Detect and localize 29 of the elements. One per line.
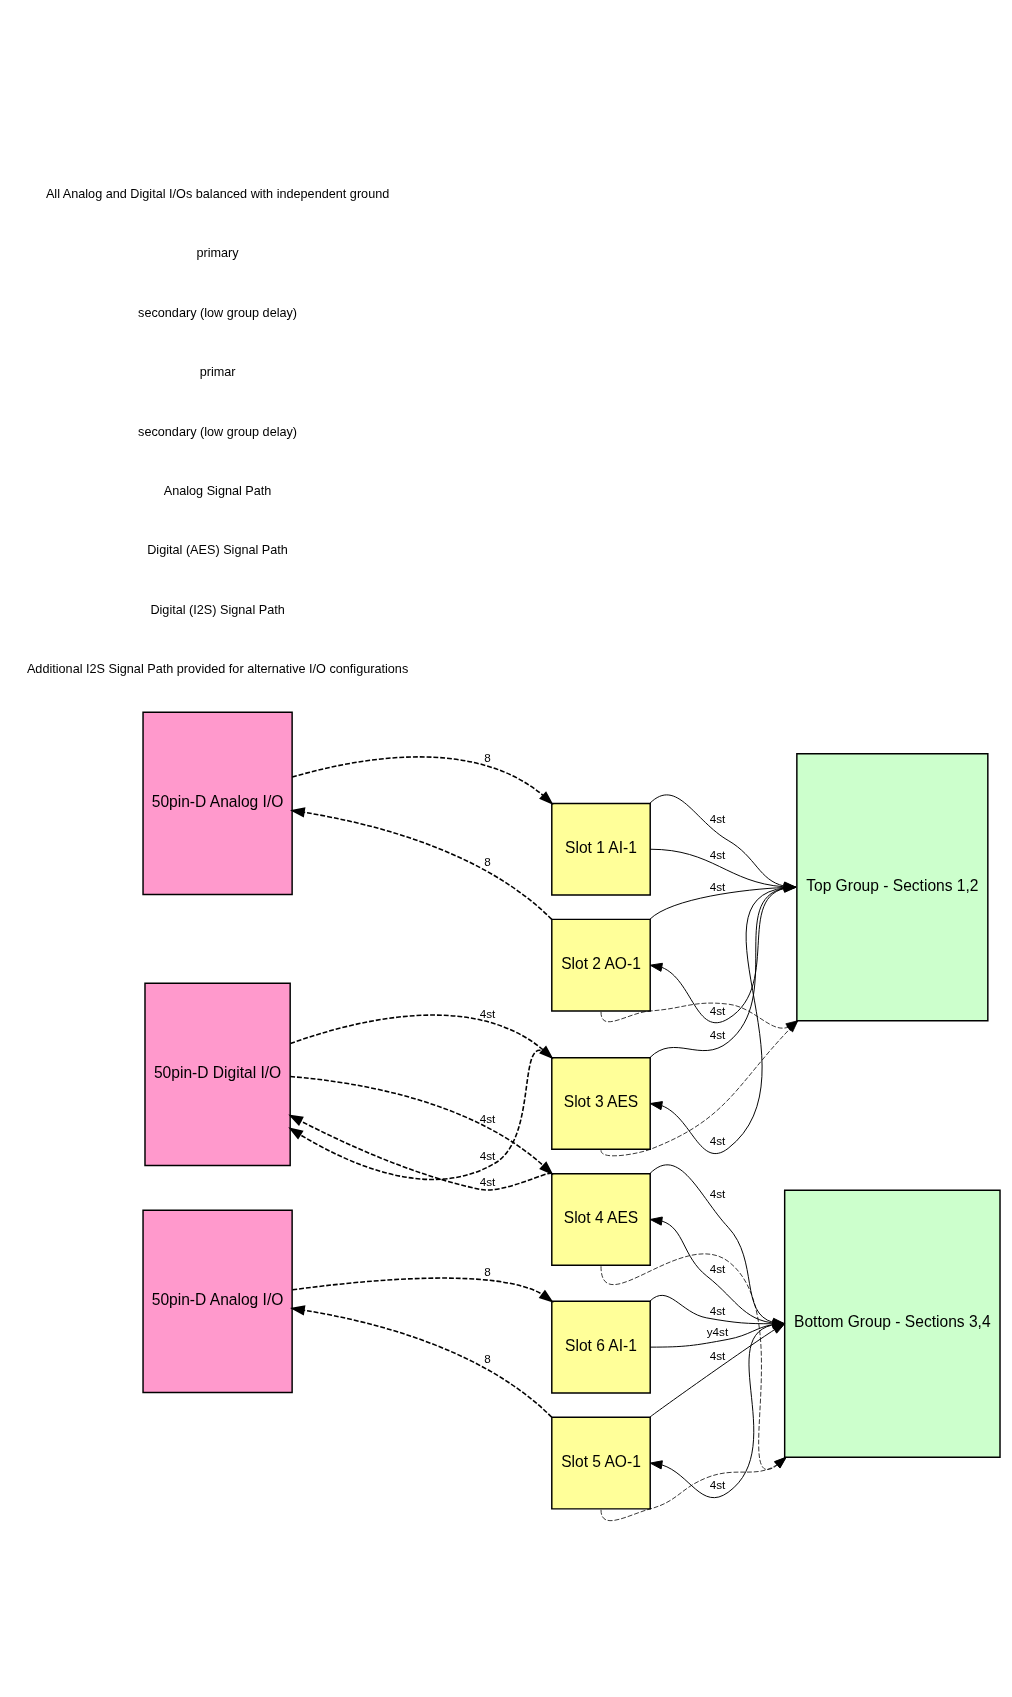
edge-label: 4st (709, 1027, 726, 1041)
edge-label: 4st (709, 1261, 726, 1275)
edge-label: 4st (709, 1477, 726, 1491)
edge-label: 4st (479, 1174, 496, 1188)
edge-label: 4st (709, 1186, 726, 1200)
edge-label: 8 (484, 1264, 491, 1278)
legend-label: Digital (I2S) Signal Path (150, 602, 285, 617)
edge-label: 4st (709, 1303, 726, 1317)
edge-label: 4st (709, 1133, 726, 1147)
edge-label: 4st (709, 1348, 726, 1362)
legend-label: Additional I2S Signal Path provided for alternative I/O configurations (26, 661, 409, 676)
edge-label: 8 (484, 750, 491, 764)
edge-label: 4st (479, 1006, 496, 1020)
legend-label: Analog Signal Path (163, 483, 272, 498)
legend-label: Digital (AES) Signal Path (147, 542, 288, 557)
edge-label: 4st (479, 1148, 496, 1162)
label: primary (196, 245, 239, 260)
label: secondary (low group delay) (138, 424, 298, 438)
edge-label: y4st (706, 1324, 729, 1338)
label: secondary (low group delay) (138, 305, 298, 320)
edge-label: 4st (709, 879, 726, 893)
edge-label: 4st (709, 1003, 726, 1017)
edge-label: 4st (709, 847, 726, 861)
label: All Analog and Digital I/Os balanced with independent ground (45, 186, 390, 201)
label: primar (199, 364, 236, 379)
edge-label: 4st (479, 1111, 496, 1125)
edge-label: 4st (709, 811, 726, 825)
edge-label: 8 (484, 854, 491, 868)
edge-label: 8 (484, 1351, 491, 1365)
